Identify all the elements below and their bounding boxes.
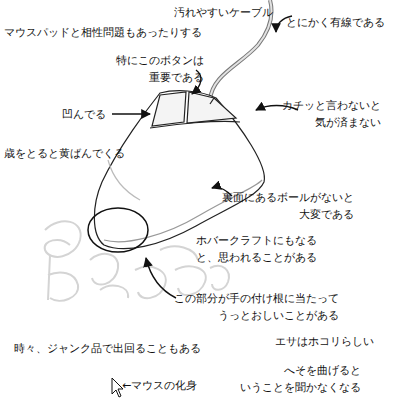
annotation-label: カチッと言わないと 気が済まない [282, 97, 381, 131]
annotation-label: とにかく有線である [286, 14, 385, 31]
annotation-label: この部分が手の付け根に当たって うっとおしいことがある [174, 290, 339, 324]
annotation-label: 汚れやすいケーブル [174, 4, 273, 21]
annotation-label: 歳をとると黄ばんでくる [4, 145, 125, 162]
annotation-label: ホバークラフトにもなる と、思われることがある [196, 232, 317, 266]
annotation-label: 時々、ジャンク品で出回ることもある [14, 340, 201, 357]
annotation-label: 裏面にあるボールがないと 大変である [222, 189, 354, 223]
annotation-label: 特にこのボタンは 重要である [116, 52, 204, 86]
annotation-label: 凹んでる [62, 106, 106, 123]
annotation-label: エサはホコリらしい [275, 333, 374, 350]
annotation-label: ←マウスの化身 [122, 377, 197, 394]
annotation-label: へそを曲げると いうことを聞かなくなる [240, 362, 361, 396]
cursor-icon [112, 378, 123, 397]
mouse-body [94, 91, 264, 249]
annotation-label: マウスパッドと相性問題もあったりする [4, 24, 202, 41]
highlight-circle [88, 208, 148, 252]
